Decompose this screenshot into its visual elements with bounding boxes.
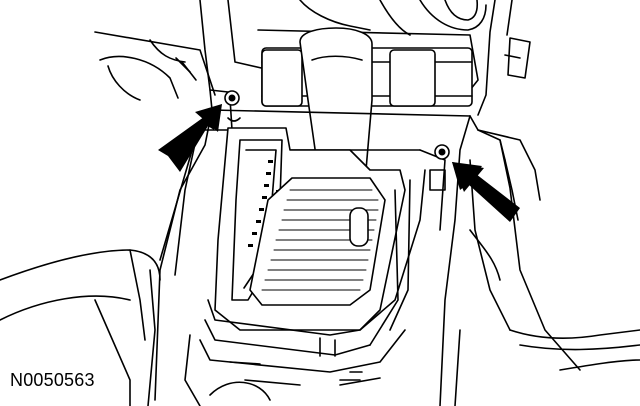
- lower-console: [184, 329, 406, 406]
- shift-lever: [299, 27, 373, 186]
- console-side-walls: [204, 169, 426, 357]
- radio-housing: [199, 0, 531, 116]
- right-trim-panel: [429, 159, 640, 406]
- left-trim-panel: [0, 249, 161, 406]
- ribbed-slide-cover: [249, 177, 386, 306]
- left-fastener-arrow: [158, 104, 222, 172]
- cover-ribs: [261, 189, 379, 291]
- right-fastener-arrow: [452, 162, 520, 222]
- upper-left-trim: [94, 31, 216, 101]
- left-screw-fastener: [224, 90, 241, 122]
- figure-reference-code: N0050563: [10, 370, 95, 390]
- right-screw-fastener: [434, 144, 450, 160]
